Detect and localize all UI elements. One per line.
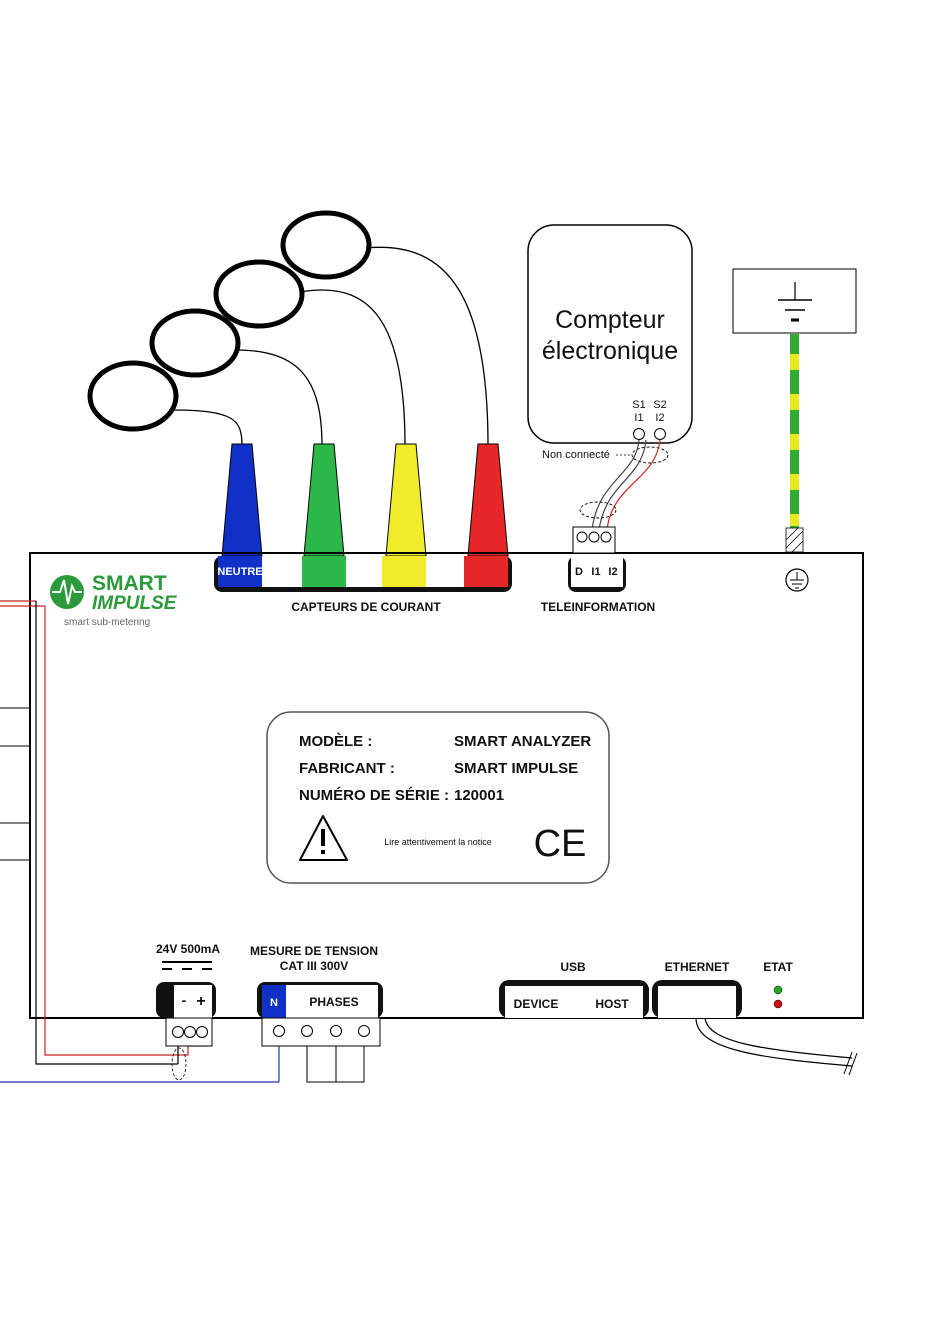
electronic-meter: Compteur électronique S1 S2 I1 I2 Non co… xyxy=(527,224,693,461)
brand-tagline: smart sub-metering xyxy=(64,617,150,628)
sensor-slot-neutral xyxy=(218,556,262,587)
ce-mark: CE xyxy=(534,823,587,865)
neutral-slot-label: NEUTRE xyxy=(217,566,262,578)
teleinfo-pin-i1: I1 xyxy=(591,566,600,578)
usb-ports: USB DEVICE HOST xyxy=(499,960,649,1018)
brand-logo: SMART IMPULSE smart sub-metering xyxy=(50,572,178,628)
plate-maker-key: FABRICANT : xyxy=(299,760,395,777)
meter-i1-label: I1 xyxy=(634,412,643,424)
teleinfo-block: D I1 I2 TELEINFORMATION xyxy=(541,526,655,614)
usb-host-port[interactable]: HOST xyxy=(595,997,629,1011)
brand-name-line2: IMPULSE xyxy=(92,593,178,614)
plate-notice: Lire attentivement la notice xyxy=(384,837,492,847)
voltage-connector: MESURE DE TENSION CAT III 300V N PHASES xyxy=(250,944,383,1047)
voltage-title-line1: MESURE DE TENSION xyxy=(250,944,378,958)
teleinfo-pin-i2: I2 xyxy=(608,566,617,578)
sensor-plug-phase-3[interactable] xyxy=(467,443,509,557)
earth-ground xyxy=(732,268,857,553)
current-sensor-block: NEUTRE CAPTEURS DE COURANT xyxy=(214,556,512,614)
meter-title-line2: électronique xyxy=(542,337,678,365)
teleinfo-cable xyxy=(579,439,669,531)
dc-symbol-icon xyxy=(162,961,212,970)
meter-title-line1: Compteur xyxy=(555,306,665,334)
coil-phase-2 xyxy=(213,259,305,329)
ground-terminal-icon xyxy=(785,568,809,592)
meter-terminal-i1[interactable] xyxy=(633,428,645,440)
sensor-plugs xyxy=(221,443,509,557)
not-connected-label: Non connecté xyxy=(542,449,610,461)
led-red-icon xyxy=(773,999,783,1009)
sensor-plug-phase-1[interactable] xyxy=(303,443,345,557)
plate-model-value: SMART ANALYZER xyxy=(454,733,591,750)
analyzer-enclosure xyxy=(29,552,864,1019)
ethernet-cable xyxy=(695,1017,853,1067)
sensor-slot-phase-3 xyxy=(464,556,508,587)
power-rating: 24V 500mA xyxy=(156,942,220,956)
led-green-icon xyxy=(773,985,783,995)
sensor-slot-phase-1 xyxy=(302,556,346,587)
current-sensors-label: CAPTEURS DE COURANT xyxy=(291,600,441,614)
sensor-plug-phase-2[interactable] xyxy=(385,443,427,557)
status-leds: ETAT xyxy=(763,960,793,1009)
coil-neutral xyxy=(87,360,179,432)
coil-phase-3 xyxy=(280,210,372,280)
earth-box xyxy=(732,268,857,334)
identification-plate: MODÈLE : SMART ANALYZER FABRICANT : SMAR… xyxy=(266,711,610,884)
brand-name-line1: SMART xyxy=(92,572,167,595)
etat-label: ETAT xyxy=(763,960,793,974)
coil-phase-1 xyxy=(149,308,241,378)
plate-maker-value: SMART IMPULSE xyxy=(454,760,578,777)
sensor-plug-neutral[interactable] xyxy=(221,443,263,557)
teleinfo-label: TELEINFORMATION xyxy=(541,600,655,614)
voltage-phases-label: PHASES xyxy=(309,995,358,1009)
current-sensor-coils xyxy=(87,210,372,432)
sensor-cables xyxy=(171,246,489,447)
plate-model-key: MODÈLE : xyxy=(299,733,372,750)
teleinfo-pin-d: D xyxy=(575,566,583,578)
ethernet-socket[interactable] xyxy=(658,986,736,1018)
usb-label: USB xyxy=(560,960,586,974)
warning-icon xyxy=(299,815,348,861)
plate-serial-key: NUMÉRO DE SÉRIE : xyxy=(299,787,449,804)
ethernet-port: ETHERNET xyxy=(652,960,858,1076)
plate-serial-value: 120001 xyxy=(454,787,504,804)
meter-s2-label: S2 xyxy=(653,399,666,411)
power-minus-label: - xyxy=(182,992,187,1008)
meter-terminal-i2[interactable] xyxy=(654,428,666,440)
usb-device-port[interactable]: DEVICE xyxy=(514,997,559,1011)
voltage-title-line2: CAT III 300V xyxy=(280,959,348,973)
power-connector: 24V 500mA - + xyxy=(156,942,220,1047)
meter-i2-label: I2 xyxy=(655,412,664,424)
sensor-slot-phase-2 xyxy=(382,556,426,587)
power-plus-label: + xyxy=(196,993,205,1010)
voltage-neutral-label: N xyxy=(270,997,278,1009)
meter-body xyxy=(527,224,693,444)
ground-wire xyxy=(790,334,799,530)
ethernet-label: ETHERNET xyxy=(665,960,730,974)
meter-s1-label: S1 xyxy=(632,399,645,411)
